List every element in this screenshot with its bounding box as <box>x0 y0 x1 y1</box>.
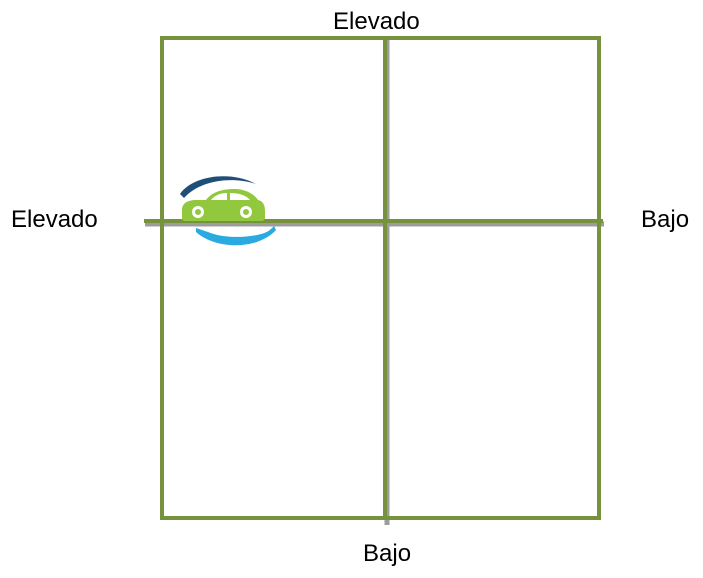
left-axis-label: Elevado <box>11 206 98 233</box>
car-logo-icon <box>180 176 276 246</box>
right-axis-label: Bajo <box>641 206 690 233</box>
bottom-axis-label: Bajo <box>363 540 412 567</box>
top-axis-label: Elevado <box>333 8 420 35</box>
grid-frame <box>160 36 601 520</box>
